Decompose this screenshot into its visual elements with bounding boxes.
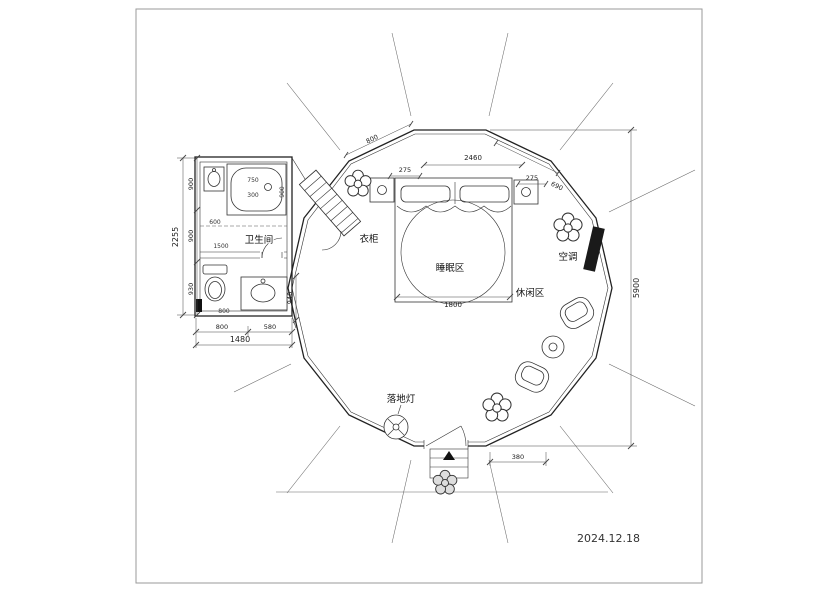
bathroom-door-mark: [196, 299, 202, 312]
vanity-basin: [240, 276, 288, 311]
leisure-table: [541, 335, 565, 359]
dim-left-seg-3: 930: [187, 283, 195, 295]
dim-top-left-1: 800: [365, 133, 380, 146]
dim-bath-inner-750: 750: [247, 177, 259, 184]
dimension-graphics: 5900 2255 900 900 930 800 580 1480: [171, 120, 641, 466]
bed-canopy-circle: [400, 199, 506, 305]
dim-left-total: 2255: [171, 227, 180, 247]
floor-lamp-symbol: [383, 404, 409, 440]
wardrobe-door-arc: [321, 230, 342, 251]
leisure-chair-top: [559, 297, 595, 329]
label-floor-lamp: 落地灯: [387, 393, 416, 405]
nightstand-left: [369, 177, 395, 203]
plant-icon: [344, 169, 372, 197]
dim-left-seg-2: 900: [187, 230, 195, 242]
leisure-chair-bottom: [514, 361, 550, 393]
bed-drape: [396, 205, 512, 213]
dim-top-right-1: 275: [526, 174, 538, 182]
dim-bath-seg-1: 800: [216, 323, 228, 331]
door-leaf: [425, 425, 462, 447]
dim-bath-inner-600: 600: [209, 219, 221, 226]
nightstand-right: [513, 179, 539, 205]
radial-axis-lines: [233, 32, 696, 544]
dim-top-left-2: 275: [399, 166, 411, 174]
air-conditioner-unit: [583, 226, 605, 272]
sheet-border: [135, 8, 703, 584]
plant-icon: [482, 392, 512, 422]
drawing-date: 2024.12.18: [577, 532, 640, 545]
door-swing-arc: [460, 425, 467, 447]
tent-wall-polygon: [287, 129, 613, 447]
label-sleeping-area: 睡眠区: [436, 262, 465, 274]
dim-bed-width: 1800: [444, 301, 462, 309]
bed: [394, 177, 513, 305]
dim-bath-inner-800: 800: [218, 308, 230, 315]
pillow-left: [400, 185, 451, 203]
label-wardrobe: 衣柜: [359, 233, 379, 245]
dim-top-middle: 2460: [464, 154, 482, 162]
dim-right-total: 5900: [632, 278, 641, 298]
entry-plant-icon: [432, 469, 458, 495]
wardrobe: [298, 169, 362, 251]
bathroom-sink: [203, 166, 225, 192]
label-leisure-area: 休闲区: [516, 287, 545, 299]
inner-door-swing-arc: [261, 237, 283, 259]
plant-icon: [553, 212, 583, 242]
dim-top-right-2: 690: [550, 180, 565, 193]
dim-bath-inner-1500: 1500: [213, 243, 228, 250]
dim-bath-total: 1480: [230, 335, 250, 344]
dim-junction: 940: [286, 292, 294, 304]
bathtub: [226, 163, 287, 216]
bathroom-divider-wall: [200, 237, 287, 260]
dim-bath-inner-900: 900: [279, 186, 286, 198]
bathroom-annex: [194, 156, 319, 329]
pillow-right: [459, 185, 510, 203]
dim-bath-inner-300: 300: [247, 192, 259, 199]
label-bathroom: 卫生间: [245, 234, 274, 246]
entrance-door: [423, 425, 469, 449]
dim-bath-seg-2: 580: [264, 323, 276, 331]
entry-arrow-icon: [443, 451, 455, 460]
dim-left-seg-1: 900: [187, 178, 195, 190]
label-air-conditioner: 空调: [558, 251, 577, 263]
dim-entrance-offset: 380: [512, 453, 524, 461]
toilet: [202, 264, 228, 302]
